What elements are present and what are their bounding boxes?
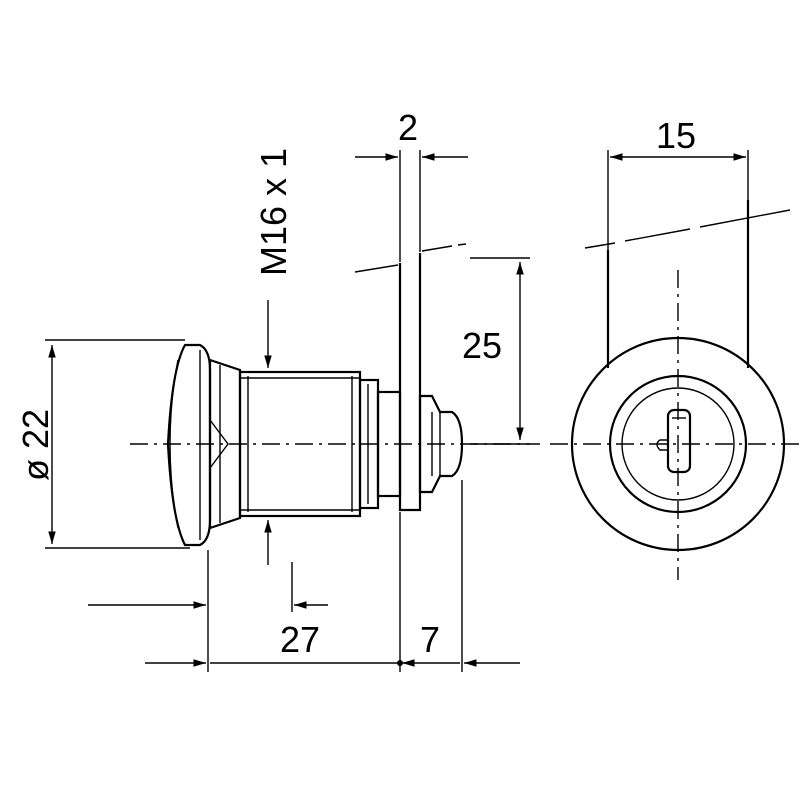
thread-label: M16 x 1: [253, 148, 294, 276]
cam-width-label: 15: [656, 115, 696, 156]
lock-spindle: [418, 394, 464, 494]
spindle-length-label: 7: [420, 619, 440, 660]
dim-cam-length: 25: [462, 257, 530, 445]
dim-spindle-length: 7: [397, 480, 520, 672]
key-slot-icon: [656, 408, 692, 474]
dim-thread: M16 x 1: [253, 148, 294, 565]
side-view: [130, 243, 540, 547]
cam-thickness-label: 2: [398, 107, 418, 148]
front-outer-ring: [570, 336, 786, 552]
lock-collar: [208, 358, 242, 530]
dim-cam-thickness: 2: [355, 107, 468, 262]
front-inner-ring: [621, 387, 735, 501]
dim-cam-width: 15: [607, 115, 749, 250]
dim-diameter: ø 22: [15, 339, 190, 549]
front-view: [550, 200, 800, 580]
body-length-label: 27: [280, 619, 320, 660]
front-middle-ring: [608, 374, 748, 514]
lock-flange: [166, 343, 212, 547]
diameter-label: ø 22: [15, 409, 56, 481]
cam-length-label: 25: [462, 325, 502, 366]
cam-plate: [398, 253, 422, 512]
dim-body-length: 27: [88, 550, 398, 672]
